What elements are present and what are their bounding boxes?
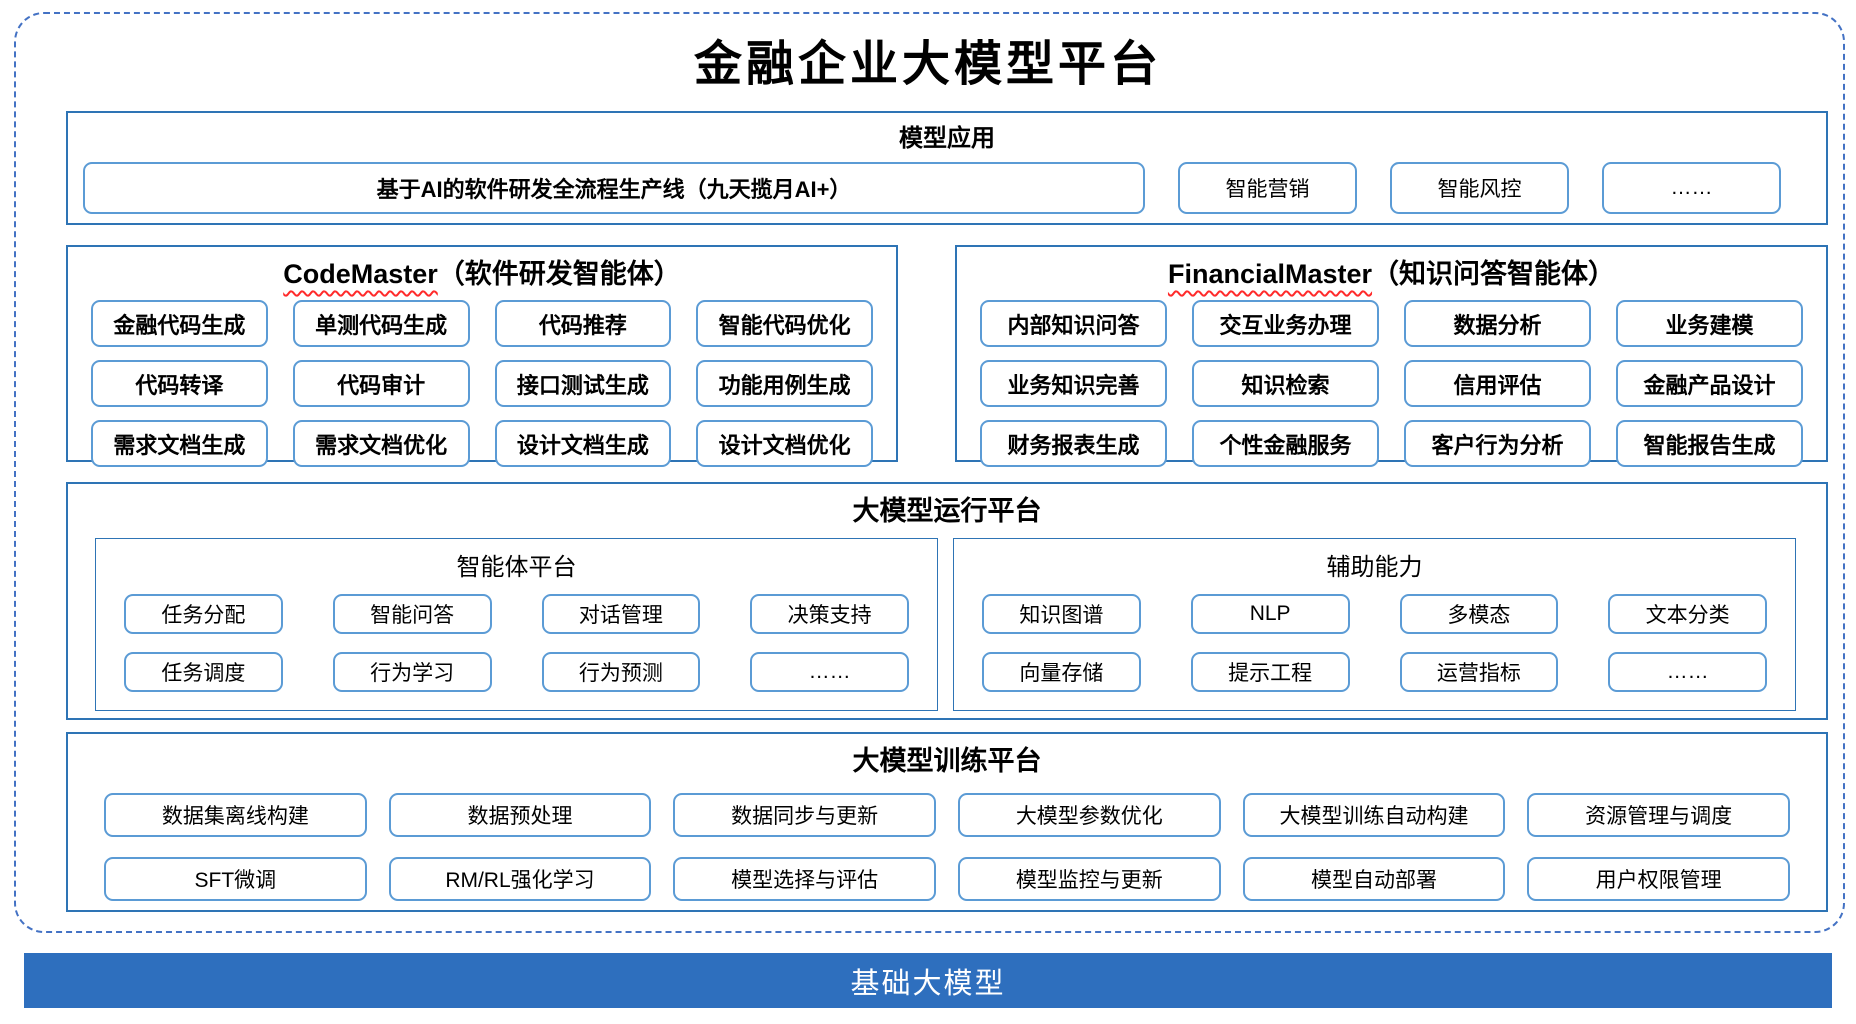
training-item: 模型选择与评估 bbox=[673, 857, 936, 901]
financialmaster-item: 个性金融服务 bbox=[1192, 420, 1379, 467]
page-title: 金融企业大模型平台 bbox=[693, 36, 1162, 92]
aux-capability-item: NLP bbox=[1190, 594, 1350, 634]
aux-capability-grid: 知识图谱 NLP 多模态 文本分类向量存储 提示工程 运营指标 …… bbox=[982, 594, 1767, 692]
codemaster-item: 代码推荐 bbox=[494, 300, 672, 347]
agent-platform-item: 对话管理 bbox=[541, 594, 701, 634]
financialmaster-item: 知识检索 bbox=[1192, 360, 1379, 407]
aux-capability-item: 向量存储 bbox=[982, 652, 1141, 692]
training-item: RM/RL强化学习 bbox=[388, 857, 652, 901]
codemaster-item: 需求文档生成 bbox=[91, 420, 268, 467]
financialmaster-item: 信用评估 bbox=[1404, 360, 1591, 407]
training-item: 资源管理与调度 bbox=[1527, 793, 1790, 837]
training-item: 大模型训练自动构建 bbox=[1242, 793, 1506, 837]
section-runtime-platform: 大模型运行平台 智能体平台 任务分配 智能问答 对话管理 决策支持任务调度 行为学习 行为… bbox=[66, 482, 1828, 720]
agent-platform-item: 行为学习 bbox=[332, 652, 492, 692]
codemaster-item: 需求文档优化 bbox=[292, 420, 470, 467]
agent-platform-grid: 任务分配 智能问答 对话管理 决策支持任务调度 行为学习 行为预测 …… bbox=[124, 594, 909, 692]
aux-capability-item: 多模态 bbox=[1399, 594, 1559, 634]
codemaster-title: CodeMaster（软件研发智能体） bbox=[68, 252, 896, 291]
financialmaster-item: 业务知识完善 bbox=[980, 360, 1167, 407]
training-item: 大模型参数优化 bbox=[957, 793, 1221, 837]
codemaster-item: 代码审计 bbox=[292, 360, 470, 407]
aux-capability-title: 辅助能力 bbox=[1326, 554, 1423, 581]
financialmaster-title-zh: （知识问答智能体） bbox=[1372, 259, 1616, 289]
section-training-platform: 大模型训练平台 数据集离线构建数据预处理数据同步与更新大模型参数优化大模型训练自… bbox=[66, 732, 1828, 912]
financialmaster-title: FinancialMaster（知识问答智能体） bbox=[957, 252, 1826, 291]
financialmaster-title-en: FinancialMaster bbox=[1167, 259, 1373, 289]
training-item: 数据集离线构建 bbox=[104, 793, 367, 837]
codemaster-title-en: CodeMaster bbox=[283, 259, 438, 289]
section-codemaster: CodeMaster（软件研发智能体） 金融代码生成单测代码生成代码推荐智能代码… bbox=[66, 245, 898, 467]
training-item: 模型监控与更新 bbox=[957, 857, 1221, 901]
codemaster-item: 设计文档优化 bbox=[696, 420, 873, 467]
codemaster-item: 代码转译 bbox=[91, 360, 268, 407]
training-platform-grid: 数据集离线构建数据预处理数据同步与更新大模型参数优化大模型训练自动构建资源管理与… bbox=[104, 793, 1790, 901]
training-item: 数据同步与更新 bbox=[673, 793, 936, 837]
codemaster-item: 单测代码生成 bbox=[292, 300, 470, 347]
codemaster-item: 功能用例生成 bbox=[696, 360, 873, 407]
codemaster-item: 接口测试生成 bbox=[494, 360, 672, 407]
section-model-applications: 模型应用 基于AI的软件研发全流程生产线（九天揽月AI+） 智能营销 智能风控 … bbox=[66, 111, 1828, 225]
base-model-bar: 基础大模型 bbox=[24, 953, 1832, 1008]
aux-capability-item: 文本分类 bbox=[1608, 594, 1767, 634]
financialmaster-grid: 内部知识问答交互业务办理数据分析业务建模业务知识完善知识检索信用评估金融产品设计… bbox=[980, 300, 1803, 467]
agent-platform-item: 智能问答 bbox=[332, 594, 492, 634]
agent-platform-item: 行为预测 bbox=[541, 652, 701, 692]
app-item: 智能营销 bbox=[1178, 162, 1357, 214]
aux-capability-item: …… bbox=[1608, 652, 1767, 692]
financialmaster-item: 财务报表生成 bbox=[980, 420, 1167, 467]
agent-platform-item: …… bbox=[750, 652, 909, 692]
agent-platform-item: 任务调度 bbox=[124, 652, 283, 692]
aux-capability-box: 辅助能力 知识图谱 NLP 多模态 文本分类向量存储 提示工程 运营指标 …… bbox=[953, 538, 1796, 711]
model-applications-row: 基于AI的软件研发全流程生产线（九天揽月AI+） 智能营销 智能风控 …… bbox=[83, 162, 1781, 214]
aux-capability-item: 运营指标 bbox=[1399, 652, 1559, 692]
runtime-subboxes-row: 智能体平台 任务分配 智能问答 对话管理 决策支持任务调度 行为学习 行为预测 …… 辅助能… bbox=[95, 538, 1796, 711]
agent-platform-title: 智能体平台 bbox=[456, 554, 577, 581]
training-item: SFT微调 bbox=[104, 857, 367, 901]
runtime-platform-title: 大模型运行平台 bbox=[852, 496, 1042, 526]
financialmaster-item: 数据分析 bbox=[1404, 300, 1591, 347]
agent-platform-item: 决策支持 bbox=[750, 594, 909, 634]
codemaster-item: 智能代码优化 bbox=[696, 300, 873, 347]
app-item-more: …… bbox=[1602, 162, 1781, 214]
financialmaster-item: 智能报告生成 bbox=[1616, 420, 1803, 467]
codemaster-item: 设计文档生成 bbox=[494, 420, 672, 467]
financialmaster-item: 业务建模 bbox=[1616, 300, 1803, 347]
agent-platform-box: 智能体平台 任务分配 智能问答 对话管理 决策支持任务调度 行为学习 行为预测 …… bbox=[95, 538, 938, 711]
financialmaster-item: 金融产品设计 bbox=[1616, 360, 1803, 407]
app-item: 智能风控 bbox=[1390, 162, 1569, 214]
section-financialmaster: FinancialMaster（知识问答智能体） 内部知识问答交互业务办理数据分… bbox=[955, 245, 1828, 467]
financialmaster-item: 内部知识问答 bbox=[980, 300, 1167, 347]
training-item: 模型自动部署 bbox=[1242, 857, 1506, 901]
training-platform-title: 大模型训练平台 bbox=[852, 746, 1042, 776]
platform-dashed-frame bbox=[14, 12, 1845, 933]
aux-capability-item: 提示工程 bbox=[1190, 652, 1350, 692]
codemaster-item: 金融代码生成 bbox=[91, 300, 268, 347]
financialmaster-item: 客户行为分析 bbox=[1404, 420, 1591, 467]
agent-platform-item: 任务分配 bbox=[124, 594, 283, 634]
model-applications-title: 模型应用 bbox=[899, 125, 995, 152]
codemaster-grid: 金融代码生成单测代码生成代码推荐智能代码优化代码转译代码审计接口测试生成功能用例… bbox=[91, 300, 873, 467]
financialmaster-item: 交互业务办理 bbox=[1192, 300, 1379, 347]
pipeline-item: 基于AI的软件研发全流程生产线（九天揽月AI+） bbox=[83, 162, 1145, 214]
training-item: 数据预处理 bbox=[388, 793, 652, 837]
training-item: 用户权限管理 bbox=[1527, 857, 1790, 901]
aux-capability-item: 知识图谱 bbox=[982, 594, 1141, 634]
codemaster-title-zh: （软件研发智能体） bbox=[437, 259, 681, 289]
